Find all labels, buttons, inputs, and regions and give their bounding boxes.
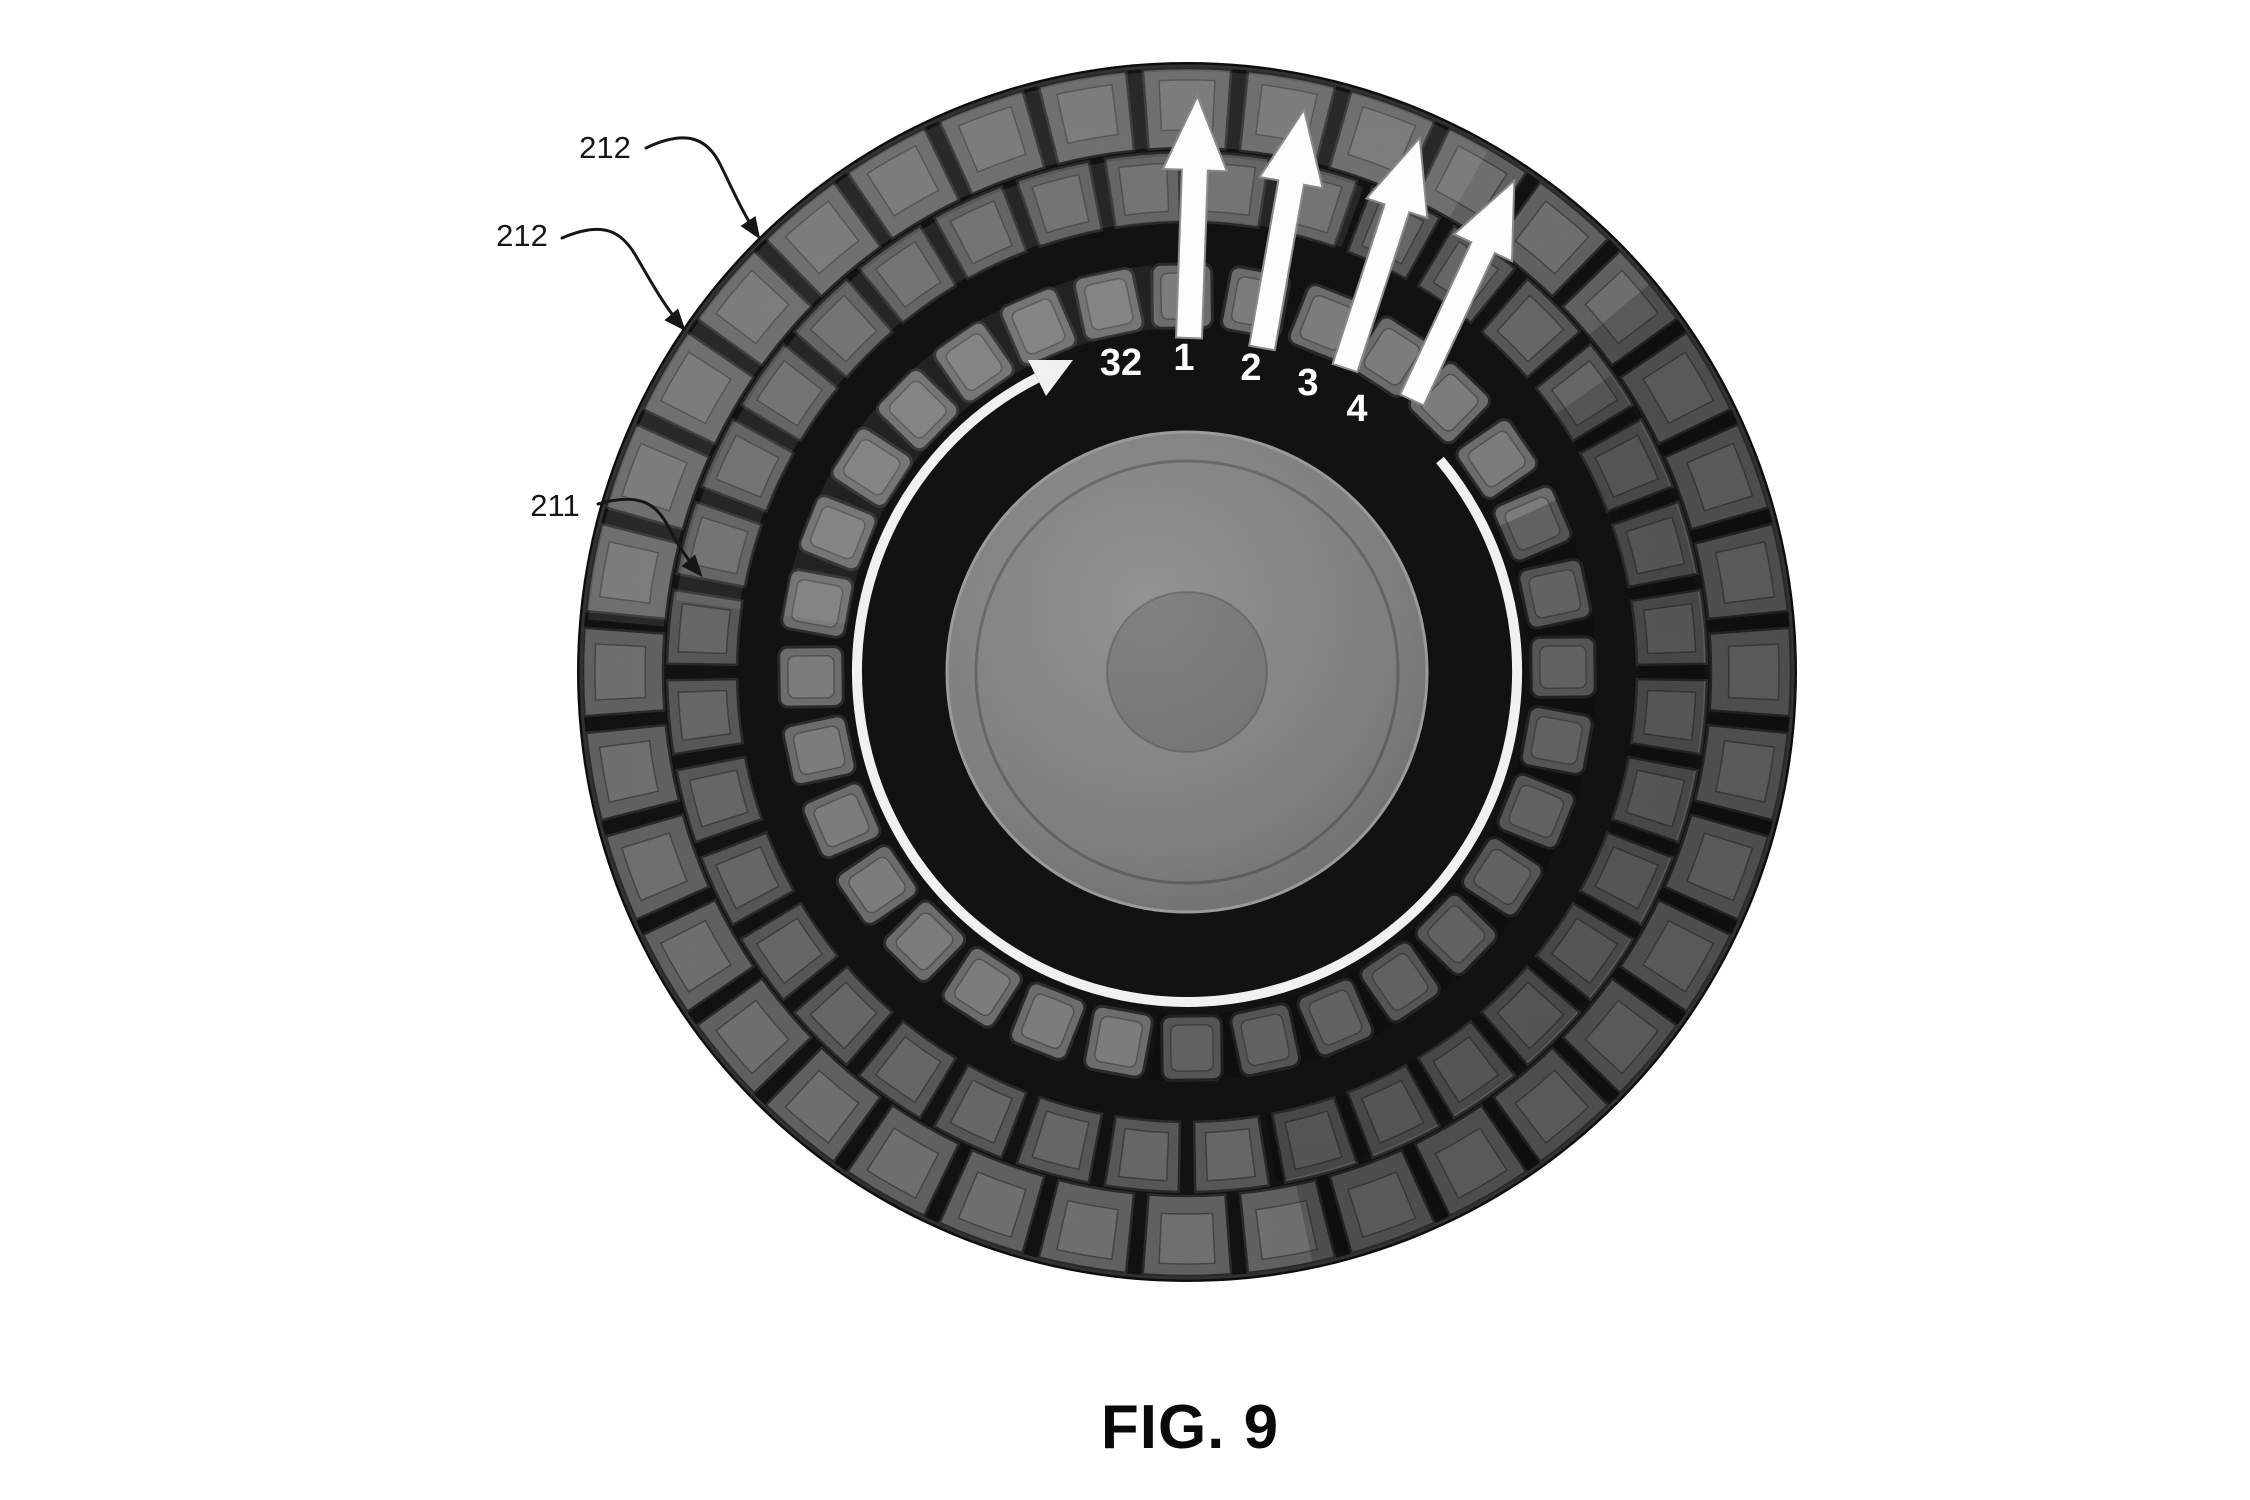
figure-caption: FIG. 9 — [1101, 1393, 1279, 1462]
reference-label-212-upper: 212 — [579, 130, 631, 165]
gantry-device: 32 1 2 3 4 — [577, 62, 1797, 1282]
reference-label-212-lower: 212 — [496, 218, 548, 253]
module-number-4: 4 — [1346, 388, 1367, 430]
module-number-2: 2 — [1240, 347, 1261, 389]
module-number-3: 3 — [1297, 362, 1318, 404]
module-number-1: 1 — [1173, 337, 1194, 379]
leader-line-211 — [596, 497, 703, 578]
reference-annotations: 212 212 211 — [496, 130, 761, 578]
reference-label-211: 211 — [530, 488, 579, 523]
module-numbers: 32 1 2 3 4 — [1100, 337, 1368, 430]
module-number-32: 32 — [1100, 342, 1142, 384]
leader-line-212-lower — [560, 227, 686, 332]
grain-texture — [579, 64, 1795, 1280]
leader-line-212-upper — [644, 136, 761, 240]
